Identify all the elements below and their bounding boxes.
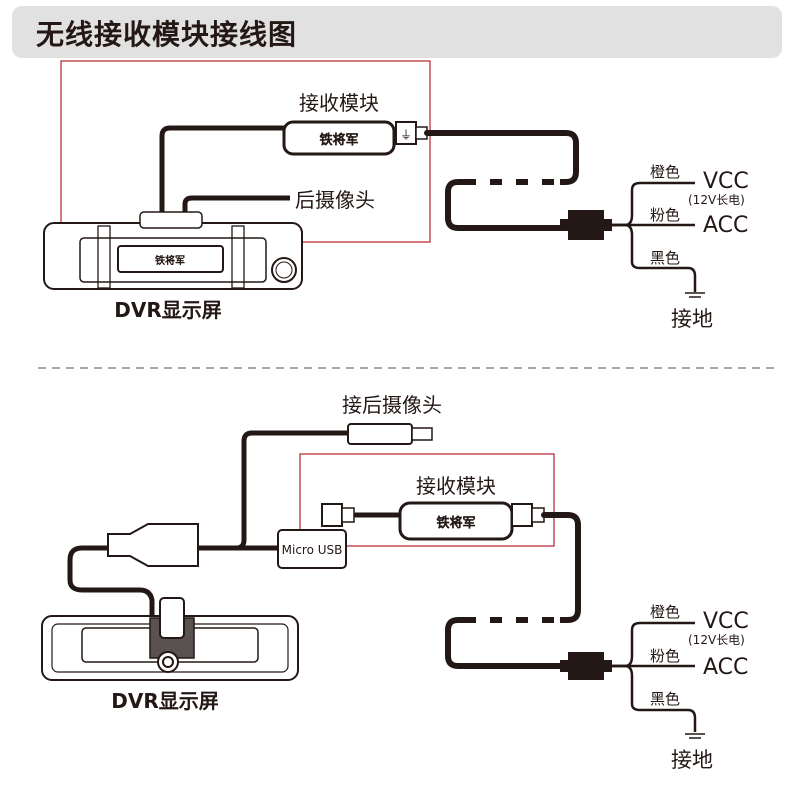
wire-dvr-to-receiver <box>159 125 285 222</box>
wire-label-black: 黑色 <box>650 249 680 267</box>
usb-icon-right <box>511 503 533 527</box>
diagram-1: 铁将军 ⏚ 接收模块 后摄像头 橙色 VCC (12V长电) 粉色 ACC 黑色… <box>43 60 749 331</box>
svg-text:铁将军: 铁将军 <box>155 254 185 267</box>
receiver-module-1: 铁将军 ⏚ <box>282 120 428 156</box>
wire-target-vcc: VCC <box>703 169 749 194</box>
wire-label-orange: 橙色 <box>650 163 680 181</box>
wire-label-pink: 粉色 <box>650 206 680 224</box>
wire-label-pink-2: 粉色 <box>650 647 680 665</box>
dvr-label-2: DVR显示屏 <box>111 689 218 713</box>
rear-camera-connector <box>347 423 433 445</box>
wire-target-acc: ACC <box>703 213 748 238</box>
micro-usb-label: Micro USB <box>282 543 343 557</box>
y-splitter <box>107 523 199 567</box>
wire-label-black-2: 黑色 <box>650 690 680 708</box>
wire-target-ground-2: 接地 <box>671 748 713 772</box>
dvr-label-1: DVR显示屏 <box>114 298 221 322</box>
wire-target-vcc-2: VCC <box>703 609 749 634</box>
rear-camera-label-2: 接后摄像头 <box>342 393 442 417</box>
page-title: 无线接收模块接线图 <box>36 18 298 51</box>
highlight-box-2 <box>299 453 555 547</box>
svg-text:铁将军: 铁将军 <box>436 516 475 531</box>
wire-black-1 <box>612 223 697 292</box>
wire-splitter-to-dvr <box>67 545 155 615</box>
power-cable-1 <box>424 130 579 231</box>
wire-target-acc-2: ACC <box>703 655 748 680</box>
rear-camera-label: 后摄像头 <box>295 188 375 212</box>
receiver-module-2: 铁将军 <box>398 501 545 541</box>
wire-note-vcc-2: (12V长电) <box>688 633 745 647</box>
wire-rear-camera <box>182 195 290 222</box>
title-bar: 无线接收模块接线图 <box>12 6 782 58</box>
wire-black-2 <box>612 664 697 732</box>
receiver-label-2: 接收模块 <box>416 474 496 498</box>
usb-icon-left <box>321 503 343 527</box>
diagram-2: 接后摄像头 Micro USB 铁将军 接收模块 <box>41 393 749 772</box>
dvr-display-2 <box>41 597 299 681</box>
wire-target-ground: 接地 <box>671 307 713 331</box>
receiver-brand: 铁将军 <box>319 133 358 148</box>
receiver-label: 接收模块 <box>299 91 379 115</box>
micro-usb-adapter <box>277 529 347 569</box>
ground-icon <box>685 292 705 298</box>
wire-note-vcc: (12V长电) <box>688 193 745 207</box>
dvr-display-1: 铁将军 <box>43 211 303 290</box>
wire-label-orange-2: 橙色 <box>650 603 680 621</box>
svg-text:⏚: ⏚ <box>400 128 412 142</box>
ground-icon-2 <box>685 733 705 739</box>
